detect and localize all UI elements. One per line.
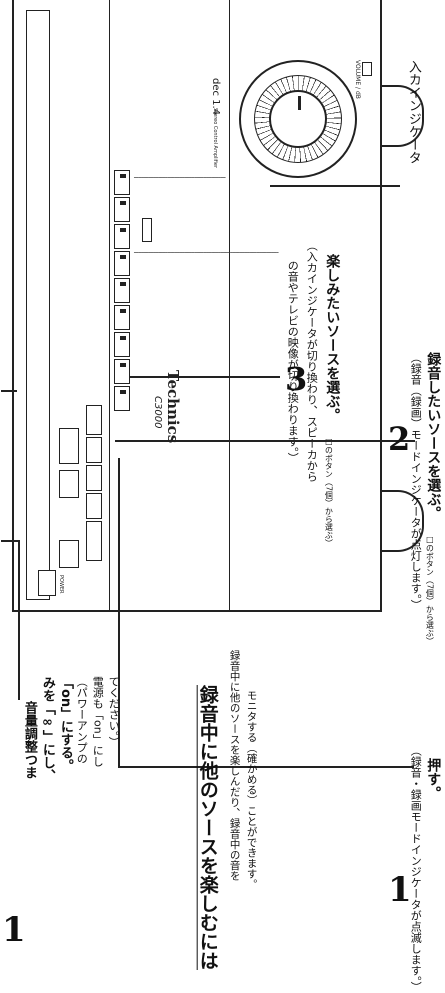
step1-line4: （パワーアンプの (75, 676, 89, 764)
step1-line6: てください。） (107, 676, 121, 748)
volume-knob-cap (269, 90, 327, 148)
record-source-button[interactable] (86, 493, 102, 519)
step2-selection-note: □のボタン（7個）から選ぶ） (425, 535, 435, 646)
step-number: 1 (388, 870, 412, 910)
leader-line (130, 376, 280, 378)
section-body-line1: 録音中に他のソースを楽しんだり、録音中の音を (228, 650, 241, 881)
panel-divider (229, 0, 230, 612)
brand-logo: Technics (164, 370, 182, 444)
step3-note-line2: の音やテレビの映像が切り換わります。） (286, 260, 300, 464)
power-led-button[interactable] (362, 62, 372, 76)
step1-line5: 電源も「on」にし (91, 676, 105, 767)
amplifier-foot (382, 490, 424, 552)
selector-switch[interactable] (142, 218, 152, 242)
panel-divider (109, 0, 110, 612)
amplifier-front-panel: VOLUME / dB dec 1.4 Stereo Control Ampli… (12, 0, 382, 612)
panel-fine-print: ━━━━━━━━━━━━━━━━━━━━━━━━━━━━━━━━━━━━━━━━… (134, 250, 279, 255)
step1b-title: 押す。 (425, 758, 442, 800)
power-label: POWER (58, 575, 64, 594)
record-source-button[interactable] (86, 437, 102, 463)
source-button[interactable] (114, 170, 130, 195)
input-indicator-callout: 入カインジケータ (405, 60, 421, 164)
source-button[interactable] (114, 251, 130, 276)
record-source-button[interactable] (86, 521, 102, 561)
source-button[interactable] (114, 386, 130, 411)
model-subtitle: Stereo Control Amplifier (212, 108, 218, 169)
amplifier-foot (382, 85, 424, 147)
volume-knob[interactable] (239, 60, 357, 178)
leader-line (18, 540, 20, 700)
record-source-button[interactable] (86, 405, 102, 435)
record-source-button[interactable] (86, 465, 102, 491)
rec-mode-button[interactable] (59, 540, 79, 568)
step1-line1: 音量調整つま (21, 701, 37, 779)
source-button[interactable] (114, 332, 130, 357)
step1-line2: みを「∞」にし、 (39, 676, 55, 782)
step3-selection-note: □のボタン（7個）から選ぶ） (324, 437, 334, 548)
volume-label: VOLUME / dB (354, 60, 361, 99)
panel-fine-print: ━━━━━━━━━━━━━━━━━━━━━━━━━━━━━━━━━━━━━━ (134, 175, 226, 180)
step-number: 3 (285, 360, 308, 398)
step1-line3: 「on」にする。 (57, 676, 73, 773)
step3-title: 楽しみたいソースを選ぶ。 (324, 254, 341, 422)
monitor-button[interactable] (59, 470, 79, 498)
step-number: 2 (388, 420, 411, 458)
leader-line (1, 540, 19, 542)
step1b-note: （録音・録画モードインジケータが点滅します。） (409, 745, 423, 993)
step3-note-line1: （入カインジケータが切り換わり、スピーカから (305, 240, 319, 482)
section-title: 録音中に他のソースを楽しむには (196, 685, 219, 970)
volume-scale (254, 75, 342, 163)
source-button[interactable] (114, 278, 130, 303)
step-number: 1 (2, 910, 26, 950)
source-button[interactable] (114, 224, 130, 249)
leader-line (270, 185, 400, 187)
model-name: C3000 (152, 396, 163, 429)
source-button[interactable] (114, 305, 130, 330)
source-button[interactable] (114, 359, 130, 384)
step2-title: 録音したいソースを選ぶ。 (425, 352, 442, 520)
volume-pointer (298, 96, 301, 110)
monitor-button[interactable] (59, 428, 79, 464)
source-button[interactable] (114, 197, 130, 222)
panel-left-strip (26, 10, 50, 600)
leader-line (1, 390, 17, 392)
leader-line (118, 458, 120, 766)
gain-label: dec 1.4 (210, 78, 221, 116)
power-switch[interactable] (38, 570, 56, 596)
section-body-line2: モニタする（確かめる）ことができます。 (245, 690, 258, 890)
leader-line (115, 440, 415, 442)
step2-note: （録音（録画）モードインジケータが点灯します。） (409, 352, 423, 611)
leader-line (118, 766, 414, 768)
